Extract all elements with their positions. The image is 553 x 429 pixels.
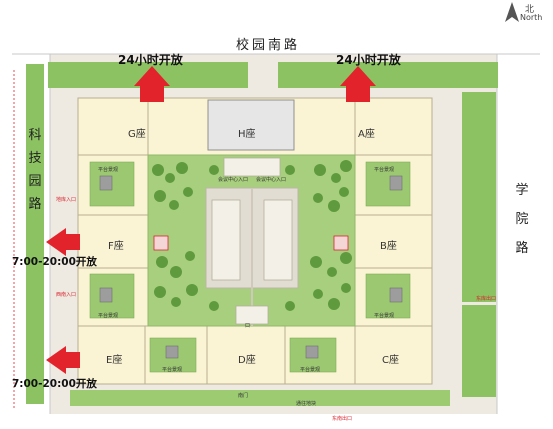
road-east-char: 路 <box>515 241 529 256</box>
building-d-label: D座 <box>238 355 256 366</box>
arrow-west-lower <box>46 346 80 374</box>
green-strip-south <box>70 390 450 406</box>
north-road <box>12 24 540 54</box>
arrow-north-right <box>340 66 376 102</box>
access-north-left: 24小时开放 <box>118 53 183 67</box>
road-east-char: 学 <box>515 183 529 198</box>
parking-entrance-label: 地库入口 <box>56 197 77 203</box>
west-entrance-label: 西南入口 <box>56 292 77 298</box>
terrace-label: 平台景观 <box>162 367 183 373</box>
building-h-label: H座 <box>238 129 256 140</box>
road-east-label: 学 院 路 <box>514 176 530 263</box>
road-west-char: 路 <box>28 197 42 212</box>
compass-north-en: North <box>520 13 543 22</box>
building-h <box>207 99 295 151</box>
lobby-south <box>235 305 269 325</box>
access-west-upper: 7:00-20:00开放 <box>12 256 97 268</box>
building-g-label: G座 <box>128 129 146 140</box>
road-west-char: 科 <box>28 128 42 143</box>
road-north-label: 校园南路 <box>236 38 301 53</box>
highlight-west <box>153 235 169 251</box>
hall-entrance-label: 会议中心入口 <box>256 177 287 183</box>
road-west-char: 技 <box>28 151 42 166</box>
pavilion-east <box>263 199 293 281</box>
road-east-char: 院 <box>515 212 529 227</box>
building-e-label: E座 <box>106 355 123 366</box>
road-west-label: 科 技 园 路 <box>27 124 43 216</box>
terrace-label: 平台景观 <box>374 313 395 319</box>
building-c-label: C座 <box>382 355 399 366</box>
green-strip-north-right <box>278 62 498 88</box>
south-gate-label: 南门 <box>238 393 249 399</box>
compass-north-cn: 北 <box>525 5 535 15</box>
east-road <box>497 54 540 414</box>
pavilion-west <box>211 199 241 281</box>
terrace-label: 平台景观 <box>300 367 321 373</box>
terrace-label: 平台景观 <box>98 167 119 173</box>
gate-label: 口 <box>245 323 251 329</box>
road-west-char: 园 <box>28 174 42 189</box>
green-strip-west <box>26 64 44 404</box>
access-west-lower: 7:00-20:00开放 <box>12 378 97 390</box>
terrace-label: 平台景观 <box>98 313 119 319</box>
hall-entrance-label: 会议中心入口 <box>218 177 249 183</box>
south-exit-label: 东南出口 <box>332 416 353 422</box>
terrace-label: 平台景观 <box>374 167 395 173</box>
passage-label: 通往地块 <box>296 401 317 407</box>
north-icon <box>505 2 519 22</box>
green-strip-east <box>462 92 496 302</box>
lobby-north <box>223 157 281 177</box>
arrow-west-upper <box>46 228 80 256</box>
arrow-north-left <box>134 66 170 102</box>
green-strip-east-lower <box>462 305 496 397</box>
access-north-right: 24小时开放 <box>336 53 401 67</box>
east-exit-label: 东库出口 <box>476 296 497 302</box>
building-f-label: F座 <box>108 241 124 252</box>
highlight-east <box>333 235 349 251</box>
building-a-label: A座 <box>358 129 375 140</box>
building-b-label: B座 <box>380 241 397 252</box>
